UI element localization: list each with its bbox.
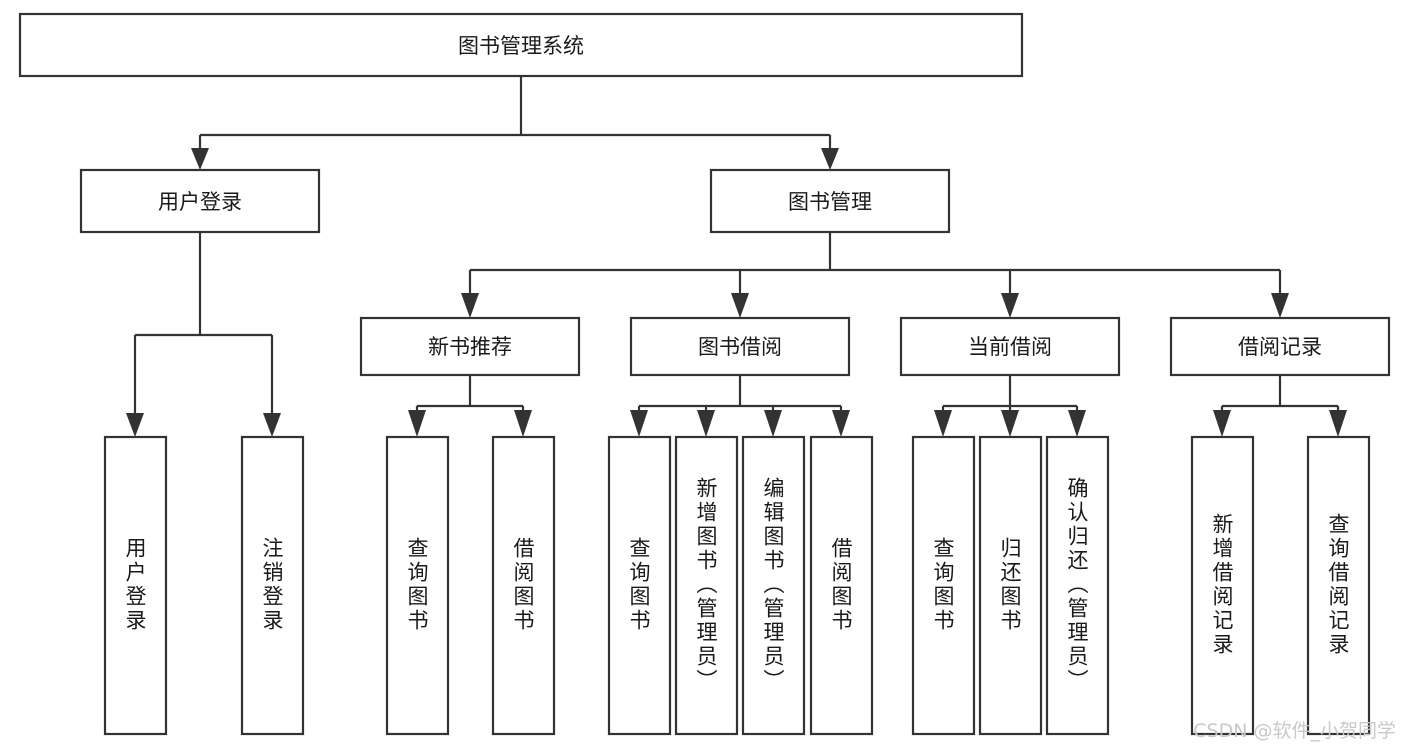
arrow-to-bookborrow (731, 293, 749, 318)
leaf-label: 查询图书 (627, 537, 651, 633)
leaf-box[interactable] (911, 435, 976, 736)
leaf-borrow-record-2[interactable]: 查询借阅记录 (1306, 435, 1371, 736)
borrow-record-label: 借阅记录 (1238, 335, 1322, 359)
leaf-current-borrow-1[interactable]: 查询图书 (911, 435, 976, 736)
current-borrow-box[interactable] (899, 316, 1121, 377)
leaf-label: 用户登录 (123, 537, 147, 633)
arrow-to-currentborrow (1001, 293, 1019, 318)
leaf-label: 归还图书 (998, 537, 1022, 633)
arrow-newbook-leaf-1 (408, 410, 426, 437)
leaf-label: 编辑图书（管理员） (761, 477, 785, 693)
arrow-to-newbook (461, 293, 479, 318)
leaf-book-borrow-3[interactable]: 编辑图书（管理员） (741, 435, 806, 736)
leaf-label: 确认归还（管理员） (1065, 477, 1089, 693)
leaf-box[interactable] (1045, 435, 1110, 736)
leaf-label: 查询借阅记录 (1326, 513, 1350, 657)
leaf-borrow-record-1[interactable]: 新增借阅记录 (1190, 435, 1255, 736)
leaf-box[interactable] (491, 435, 556, 736)
leaf-label: 借阅图书 (511, 537, 535, 633)
book-management-box[interactable] (709, 168, 951, 234)
leaf-label: 注销登录 (260, 537, 284, 633)
leaf-box[interactable] (1190, 435, 1255, 736)
arrow-currentborrow-leaf-2 (1001, 410, 1019, 437)
node-borrow-record[interactable]: 借阅记录 (1169, 316, 1391, 377)
current-borrow-label: 当前借阅 (968, 335, 1052, 359)
watermark: CSDN @软件_小贺同学 (1193, 720, 1396, 742)
root-label: 图书管理系统 (458, 34, 584, 58)
arrow-currentborrow-leaf-1 (934, 410, 952, 437)
arrow-to-user-login (191, 148, 209, 170)
arrow-borrowrecord-leaf-2 (1329, 410, 1347, 437)
arrow-user-leaf-1 (126, 413, 144, 437)
leaf-box[interactable] (385, 435, 450, 736)
node-current-borrow[interactable]: 当前借阅 (899, 316, 1121, 377)
new-book-recommend-label: 新书推荐 (428, 335, 512, 359)
root-box[interactable] (18, 12, 1024, 78)
leaf-book-borrow-4[interactable]: 借阅图书 (809, 435, 874, 736)
leaf-book-borrow-2[interactable]: 新增图书（管理员） (674, 435, 739, 736)
leaf-label: 查询图书 (931, 537, 955, 633)
leaf-box[interactable] (103, 435, 168, 736)
book-management-label: 图书管理 (788, 190, 872, 214)
book-borrow-label: 图书借阅 (698, 335, 782, 359)
leaf-current-borrow-2[interactable]: 归还图书 (978, 435, 1043, 736)
arrow-bookborrow-leaf-2 (697, 410, 715, 437)
leaf-box[interactable] (741, 435, 806, 736)
leaf-new-book-2[interactable]: 借阅图书 (491, 435, 556, 736)
leaf-label: 新增图书（管理员） (694, 477, 718, 693)
leaf-label: 新增借阅记录 (1210, 513, 1234, 657)
leaf-new-book-1[interactable]: 查询图书 (385, 435, 450, 736)
node-new-book-recommend[interactable]: 新书推荐 (359, 316, 581, 377)
connector-layer (126, 76, 1347, 437)
leaf-box[interactable] (809, 435, 874, 736)
arrow-user-leaf-2 (263, 413, 281, 437)
borrow-record-box[interactable] (1169, 316, 1391, 377)
leaf-current-borrow-3[interactable]: 确认归还（管理员） (1045, 435, 1110, 736)
leaf-book-borrow-1[interactable]: 查询图书 (607, 435, 672, 736)
leaf-box[interactable] (1306, 435, 1371, 736)
book-borrow-box[interactable] (629, 316, 851, 377)
node-book-borrow[interactable]: 图书借阅 (629, 316, 851, 377)
user-login-box[interactable] (79, 168, 321, 234)
arrow-bookborrow-leaf-4 (832, 410, 850, 437)
arrow-newbook-leaf-2 (514, 410, 532, 437)
arrow-currentborrow-leaf-3 (1068, 410, 1086, 437)
leaf-label: 借阅图书 (829, 537, 853, 633)
new-book-recommend-box[interactable] (359, 316, 581, 377)
leaf-user-login-2[interactable]: 注销登录 (240, 435, 305, 736)
user-login-label: 用户登录 (158, 190, 242, 214)
arrow-to-book-mgmt (821, 148, 839, 170)
leaf-user-login-1[interactable]: 用户登录 (103, 435, 168, 736)
arrow-bookborrow-leaf-1 (630, 410, 648, 437)
arrow-to-borrowrecord (1271, 293, 1289, 318)
leaf-box[interactable] (607, 435, 672, 736)
node-user-login[interactable]: 用户登录 (79, 168, 321, 234)
arrow-bookborrow-leaf-3 (764, 410, 782, 437)
leaf-label: 查询图书 (405, 537, 429, 633)
node-root-system[interactable]: 图书管理系统 (18, 12, 1024, 78)
leaf-box[interactable] (240, 435, 305, 736)
leaf-box[interactable] (978, 435, 1043, 736)
leaf-box[interactable] (674, 435, 739, 736)
arrow-borrowrecord-leaf-1 (1213, 410, 1231, 437)
node-book-management[interactable]: 图书管理 (709, 168, 951, 234)
